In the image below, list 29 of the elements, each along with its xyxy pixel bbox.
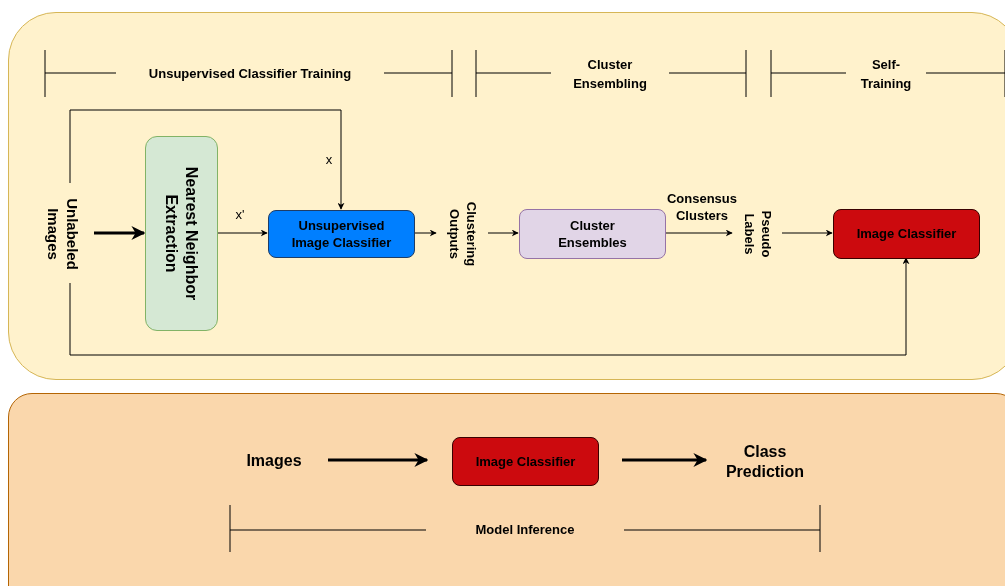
arrow (216, 229, 268, 237)
output-label: Clustering Outputs (445, 196, 481, 272)
output-label: Pseudo Labels (739, 204, 777, 264)
section-label: Unsupervised Classifier Training (147, 64, 353, 83)
edge-label: x' (234, 206, 246, 224)
arrow (413, 229, 437, 237)
arrow (781, 229, 833, 237)
arrow (622, 453, 708, 467)
edge-label: Consensus Clusters (665, 190, 739, 224)
arrow (664, 229, 733, 237)
input-label: Unlabeled Images (41, 194, 85, 274)
process-box: Unsupervised Image Classifier (268, 210, 415, 258)
section-label: Self-Training (859, 56, 913, 93)
section-label: Model Inference (474, 520, 576, 539)
arrow (328, 453, 429, 467)
panel-background (8, 393, 1005, 586)
section-label: Cluster Ensembling (572, 56, 648, 93)
arrow (487, 229, 519, 237)
process-box: Cluster Ensembles (519, 209, 666, 259)
model-box: Image Classifier (833, 209, 980, 259)
arrow (94, 226, 146, 240)
process-box: Nearest Neighbor Extraction (145, 136, 218, 331)
arrow (69, 257, 910, 356)
output-label: Class Prediction (709, 441, 821, 483)
model-box: Image Classifier (452, 437, 599, 486)
panel-background (8, 12, 1005, 380)
input-label: Images (237, 449, 311, 473)
arrow (69, 109, 345, 210)
edge-label: x (324, 151, 334, 169)
